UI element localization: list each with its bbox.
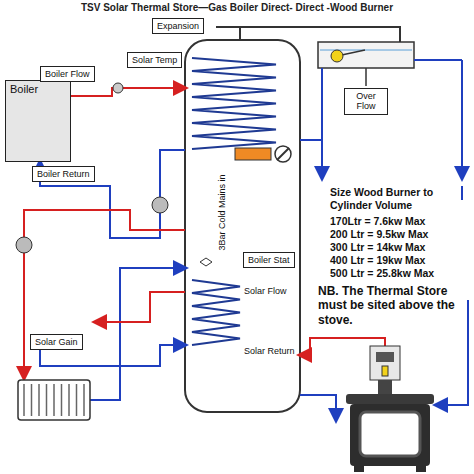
radiator-fin: [46, 384, 48, 416]
boiler-return-pipe: [40, 150, 185, 238]
radiator-fin: [31, 384, 33, 416]
ball-float: [331, 50, 343, 62]
boiler-flow-pipe: [71, 88, 185, 96]
node-text: Boiler Return: [37, 169, 90, 179]
expansion-box: Expansion: [152, 18, 204, 34]
thermostatic-valve: [235, 148, 271, 160]
radiator-fins: [24, 384, 84, 416]
node-text: Solar Gain: [35, 337, 78, 347]
coil-winding: [192, 58, 276, 149]
radiator-fin: [61, 384, 63, 416]
solar-flow-pipe: [95, 292, 185, 322]
node-text: Boiler Stat: [248, 255, 290, 265]
valve-symbol: [275, 146, 291, 162]
flow-sensor: [113, 83, 123, 93]
stove-cold-pipe: [436, 300, 468, 405]
overflow-box: Over Flow: [344, 88, 388, 115]
radiator-fin: [68, 384, 70, 416]
header-tank: [318, 42, 414, 68]
cold-feed-pipe: [321, 68, 323, 178]
heat-dump-valve: [376, 352, 394, 362]
expansion-link: [216, 26, 240, 28]
sizing-heading: Size Wood Burner to Cylinder Volume: [330, 186, 470, 211]
stove-flue: [378, 380, 392, 394]
coil-winding: [192, 280, 240, 345]
pump: [152, 197, 168, 213]
overflow-pipe: [365, 68, 367, 86]
boiler-unit: Boiler: [5, 80, 71, 162]
heating-pump: [16, 237, 32, 253]
label-box: Boiler Return: [32, 166, 95, 182]
pipe-label: 3Bar Cold Mains in: [217, 174, 228, 250]
sizing-row: 170Ltr = 7.6kw Max: [330, 215, 425, 228]
sizing-row: 400 Ltr = 19kw Max: [330, 254, 425, 267]
heat-coils: [192, 58, 276, 345]
heating-flow-pipe: [24, 210, 185, 378]
label-box: Solar Temp: [127, 52, 182, 68]
radiator-fin: [83, 384, 85, 416]
pipe-label: Solar Return: [244, 346, 295, 357]
cold-feed-pipe: [414, 59, 462, 61]
pipe-label: Solar Flow: [244, 286, 287, 297]
sizing-row: 500 Ltr = 25.8kw Max: [330, 267, 434, 280]
siting-note: NB. The Thermal Store must be sited abov…: [318, 284, 468, 327]
node-text: Over Flow: [349, 91, 383, 112]
label-box: Solar Gain: [30, 334, 83, 350]
wood-stove: [350, 404, 430, 466]
heat-dump-valve: [382, 366, 388, 376]
stove-foot: [416, 466, 426, 472]
node-text: Boiler: [10, 83, 66, 96]
radiator-fin: [53, 384, 55, 416]
thermal-store-cylinder: [185, 40, 300, 412]
node-text: Solar Temp: [132, 55, 177, 65]
stove-window: [360, 412, 420, 456]
vent-pipe: [240, 27, 400, 42]
sizing-row: 300 Ltr = 14kw Max: [330, 241, 425, 254]
cold-feed-pipe: [461, 186, 463, 200]
drain-fitting: [200, 258, 212, 266]
stove-return-pipe: [300, 395, 336, 420]
node-text: Boiler Flow: [45, 69, 90, 79]
heating-return-pipe: [90, 268, 185, 400]
diagram-title: TSV Solar Thermal Store—Gas Boiler Direc…: [0, 2, 474, 13]
label-box: Boiler Flow: [40, 66, 95, 82]
radiator-fin: [76, 384, 78, 416]
stove-foot: [354, 466, 364, 472]
radiator-fin: [38, 384, 40, 416]
heat-dump-valve: [370, 346, 400, 380]
label-box: Boiler Stat: [243, 252, 295, 268]
feed-link: [300, 139, 322, 141]
valve-symbol: [277, 148, 289, 160]
stove-top: [346, 394, 434, 404]
cold-feed-pipe: [461, 60, 463, 178]
node-text: Expansion: [157, 21, 199, 31]
radiator: [18, 380, 90, 420]
sizing-row: 200 Ltr = 9.5kw Max: [330, 228, 428, 241]
radiator-fin: [23, 384, 25, 416]
